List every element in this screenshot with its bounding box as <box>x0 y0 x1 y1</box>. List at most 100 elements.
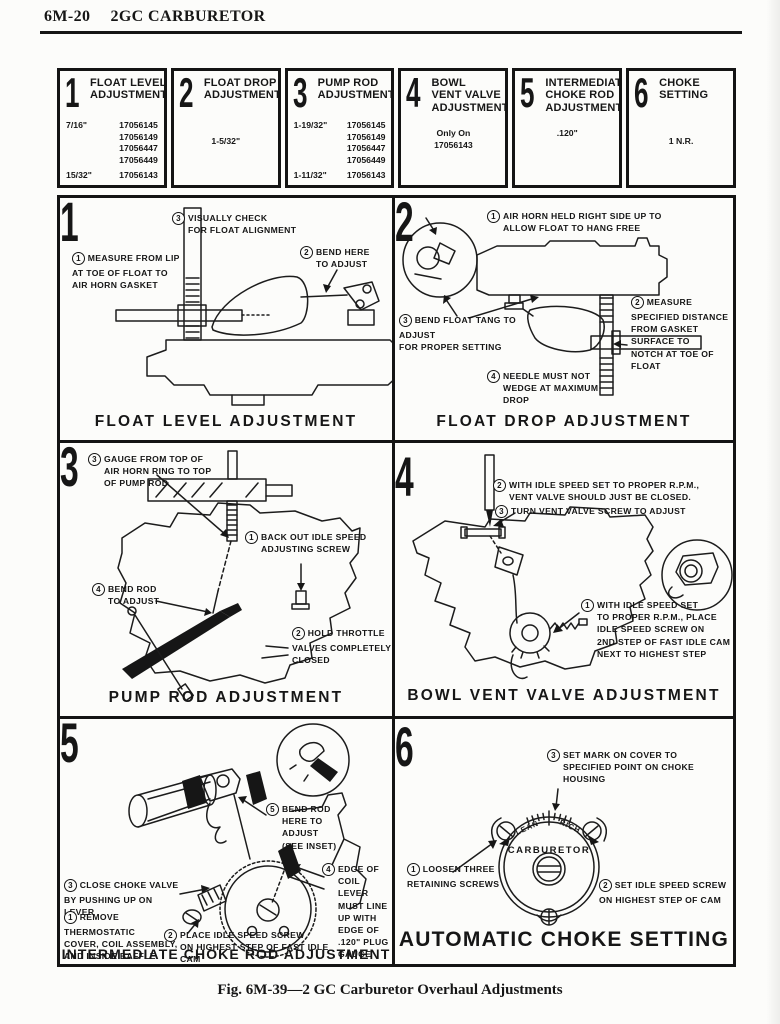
callout-number: 2 <box>292 627 305 640</box>
callout-number: 2 <box>599 879 612 892</box>
panel-title: FLOAT LEVEL ADJUSTMENT <box>94 413 358 430</box>
spec-title: FLOAT LEVEL ADJUSTMENT <box>90 77 167 102</box>
carburetor-label: CARBURETOR <box>508 845 590 856</box>
panel-title: BOWL VENT VALVE ADJUSTMENT <box>407 687 721 704</box>
spec-title: INTERMEDIATE CHOKE ROD ADJUSTMENT <box>545 77 623 114</box>
part-number: 17056449 <box>346 154 386 165</box>
panel-title: FLOAT DROP ADJUSTMENT <box>436 413 692 430</box>
spec-col-choke-rod: 5 INTERMEDIATE CHOKE ROD ADJUSTMENT .120… <box>512 68 623 188</box>
callout: 5 BEND ROD HERE TO ADJUST (SEE INSET) <box>266 803 336 852</box>
figure-caption: Fig. 6M-39—2 GC Carburetor Overhaul Adju… <box>217 982 563 998</box>
callout-number: 1 <box>64 911 77 924</box>
callout-number: 3 <box>399 314 412 327</box>
spec-value: 1 N.R. <box>668 136 694 147</box>
callout: 1 AIR HORN HELD RIGHT SIDE UP TO ALLOW F… <box>487 210 662 234</box>
panel-grid: 1 3 VISUALLY CHECK FOR FLOAT <box>57 195 736 967</box>
callout: 4 BEND ROD TO ADJUST <box>92 583 159 607</box>
spec-table: 1 FLOAT LEVEL ADJUSTMENT 7/16" 17056145 … <box>57 68 736 188</box>
callout: 1 REMOVE THERMOSTATIC COVER, COIL ASSEMB… <box>64 911 178 964</box>
panel-title: AUTOMATIC CHOKE SETTING <box>398 928 730 951</box>
callout: 3 CLOSE CHOKE VALVE BY PUSHING UP ON LEV… <box>64 879 179 918</box>
callout: 2 WITH IDLE SPEED SET TO PROPER R.P.M., … <box>493 479 699 503</box>
spec-value: Only On 17056143 <box>434 127 473 150</box>
part-number: 17056143 <box>346 170 386 181</box>
spec-col-choke-setting: 6 CHOKE SETTING 1 N.R. <box>626 68 736 188</box>
spec-number: 1 <box>65 69 80 116</box>
callout-number: 1 <box>581 599 594 612</box>
callout-number: 2 <box>493 479 506 492</box>
callout-number: 3 <box>88 453 101 466</box>
spec-number: 5 <box>520 69 535 116</box>
panel-number: 3 <box>60 443 79 498</box>
callout: 1 BACK OUT IDLE SPEED ADJUSTING SCREW <box>245 531 367 555</box>
spec-row: 15/32" 17056143 <box>66 170 158 181</box>
spec-number: 6 <box>634 69 649 116</box>
callout: 3 SET MARK ON COVER TO SPECIFIED POINT O… <box>547 749 694 786</box>
scan-shadow <box>766 0 780 1024</box>
callout-number: 3 <box>547 749 560 762</box>
page-header: 6M-20 2GC CARBURETOR <box>44 8 266 26</box>
callout: 3 GAUGE FROM TOP OF AIR HORN RING TO TOP… <box>88 453 211 490</box>
spec-value: 1-5/32" <box>211 136 241 147</box>
callout-number: 2 <box>631 296 644 309</box>
callout: 1 MEASURE FROM LIP AT TOE OF FLOAT TO AI… <box>72 252 180 291</box>
page-title: 2GC CARBURETOR <box>110 8 266 25</box>
page-code: 6M-20 <box>44 8 91 25</box>
part-number: 17056449 <box>119 154 158 165</box>
callout: 3 VISUALLY CHECK FOR FLOAT ALIGNMENT <box>172 212 296 236</box>
panel-number: 5 <box>60 719 79 774</box>
callout-number: 2 <box>300 246 313 259</box>
panel-float-level: 1 3 VISUALLY CHECK FOR FLOAT <box>60 198 392 440</box>
part-number: 17056447 <box>119 143 158 154</box>
panel-choke-setting: 6 LEAN RICH CARBURETOR <box>395 719 733 964</box>
callout-number: 1 <box>407 863 420 876</box>
spec-number: 2 <box>178 69 194 116</box>
spec-row: 7/16" 17056145 17056149 17056447 1705644… <box>66 120 158 165</box>
spec-number: 4 <box>406 69 421 116</box>
callout-number: 3 <box>172 212 185 225</box>
panel-title: PUMP ROD ADJUSTMENT <box>108 689 344 706</box>
panel-number: 4 <box>395 445 414 508</box>
callout: 2 SET IDLE SPEED SCREW ON HIGHEST STEP O… <box>599 879 727 905</box>
callout-number: 3 <box>64 879 77 892</box>
callout-number: 1 <box>245 531 258 544</box>
panel-choke-rod: 5 <box>60 719 392 964</box>
callout-number: 4 <box>92 583 105 596</box>
callout: 1 WITH IDLE SPEED SET TO PROPER R.P.M., … <box>581 599 731 660</box>
spec-col-float-drop: 2 FLOAT DROP ADJUSTMENT 1-5/32" <box>170 68 281 188</box>
callout: 3 TURN VENT VALVE SCREW TO ADJUST <box>495 505 686 518</box>
spec-col-pump-rod: 3 PUMP ROD ADJUSTMENT 1-19/32" 17056145 … <box>284 68 395 188</box>
panel-pump-rod: 3 <box>60 443 392 716</box>
panel-title: INTERMEDIATE CHOKE ROD ADJUSTMENT <box>61 946 391 962</box>
part-number: 17056145 <box>346 120 386 131</box>
panel-bowl-vent: 4 <box>395 443 733 716</box>
spec-col-float-level: 1 FLOAT LEVEL ADJUSTMENT 7/16" 17056145 … <box>57 68 167 188</box>
part-number: 17056447 <box>346 143 386 154</box>
spec-row: 1-11/32" 17056143 <box>293 170 386 181</box>
callout: 1 LOOSEN THREE RETAINING SCREWS <box>407 863 500 889</box>
callout-number: 1 <box>72 252 85 265</box>
part-number: 17056149 <box>346 131 386 142</box>
pump-rod-diagram <box>117 450 361 702</box>
callout: 2 PLACE IDLE SPEED SCREW ON HIGHEST STEP… <box>164 929 334 964</box>
spec-title: CHOKE SETTING <box>659 77 709 102</box>
callout-number: 2 <box>164 929 177 942</box>
spec-title: BOWL VENT VALVE ADJUSTMENT <box>431 77 509 114</box>
part-number: 17056149 <box>119 131 158 142</box>
part-number: 17056145 <box>119 120 158 131</box>
spec-col-bowl-vent: 4 BOWL VENT VALVE ADJUSTMENT Only On 170… <box>398 68 509 188</box>
panel-number: 1 <box>60 198 79 253</box>
spec-number: 3 <box>292 69 308 116</box>
callout-number: 4 <box>487 370 500 383</box>
callout: 4 NEEDLE MUST NOT WEDGE AT MAXIMUM DROP <box>487 370 598 407</box>
callout-number: 5 <box>266 803 279 816</box>
choke-setting-diagram: LEAN RICH CARBURETOR <box>452 788 608 926</box>
choke-rod-diagram <box>128 723 367 958</box>
part-number: 17056143 <box>119 170 158 181</box>
panel-number: 2 <box>395 198 414 253</box>
callout: 4 EDGE OF COIL LEVER MUST LINE UP WITH E… <box>322 863 390 964</box>
bowl-vent-diagram <box>412 454 733 680</box>
spec-row: 1-19/32" 17056145 17056149 17056447 1705… <box>293 120 386 165</box>
spec-value: .120" <box>556 127 578 138</box>
